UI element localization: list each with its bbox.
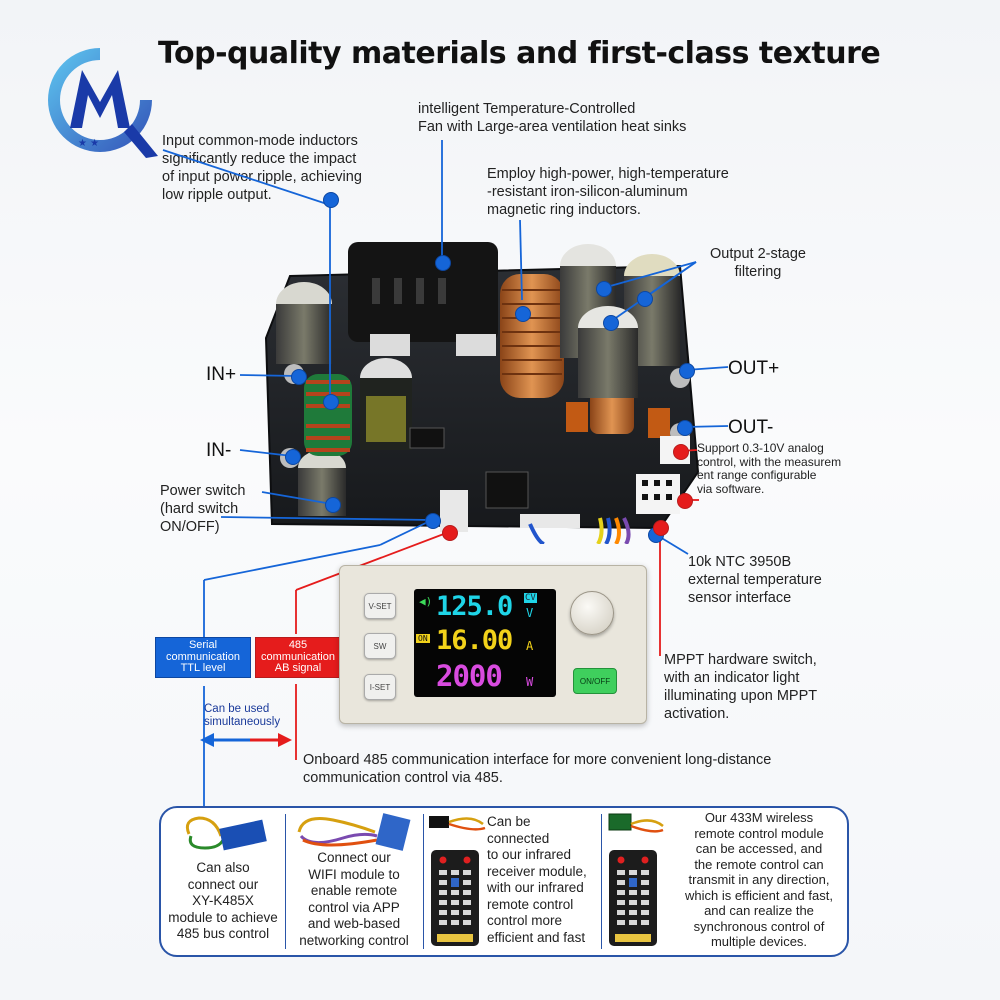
callout-filtering: Output 2-stage filtering <box>710 246 806 280</box>
marker-dot <box>323 192 339 208</box>
marker-dot <box>291 369 307 385</box>
wireless-433m-module-image <box>608 813 664 946</box>
panel-divider <box>423 814 424 949</box>
callout-mppt: MPPT hardware switch, with an indicator … <box>664 652 818 722</box>
marker-dot <box>603 315 619 331</box>
module-wifi-text: Connect our WIFI module to enable remote… <box>299 850 409 948</box>
terminal-in-plus: IN+ <box>206 364 237 385</box>
power-unit: W <box>526 675 534 689</box>
marker-dot <box>679 363 695 379</box>
current-readout: 16.00 <box>436 625 513 656</box>
xy-k485x-module-image <box>185 816 267 851</box>
iset-button[interactable]: I-SET <box>364 674 396 700</box>
callout-power-switch: Power switch (hard switch ON/OFF) <box>160 483 246 535</box>
marker-dot <box>637 291 653 307</box>
callout-analog: Support 0.3-10V analog control, with the… <box>697 441 842 496</box>
callout-onboard-485: Onboard 485 communication interface for … <box>303 752 772 786</box>
callout-fan: intelligent Temperature-Controlled Fan w… <box>418 101 687 135</box>
control-display-unit: V-SET SW I-SET ◀) 125.0 CV V ON 16.00 A … <box>339 565 647 724</box>
callout-inductors: Input common-mode inductors significantl… <box>162 133 362 203</box>
lcd-screen: ◀) 125.0 CV V ON 16.00 A 2000 W <box>414 589 556 697</box>
label-simultaneous: Can be used simultaneously <box>204 703 281 728</box>
current-unit: A <box>526 639 534 653</box>
rotary-knob[interactable] <box>570 591 614 635</box>
marker-dot <box>323 394 339 410</box>
marker-dot <box>677 493 693 509</box>
brand-logo: ★ ★ <box>48 48 158 158</box>
panel-divider <box>285 814 286 949</box>
marker-dot <box>515 306 531 322</box>
modules-panel: Can also connect our XY-K485X module to … <box>159 806 849 957</box>
speaker-icon: ◀) <box>419 595 433 608</box>
power-readout: 2000 <box>436 659 503 693</box>
cv-indicator: CV <box>524 593 537 603</box>
on-badge: ON <box>416 634 430 643</box>
marker-dot <box>653 520 669 536</box>
module-infrared-text: Can be connected to our infrared receive… <box>487 814 587 945</box>
tag-485-ab: 485 communication AB signal <box>255 637 341 678</box>
voltage-readout: 125.0 <box>436 591 513 622</box>
module-433m-text: Our 433M wireless remote control module … <box>685 810 833 949</box>
terminal-out-minus: OUT- <box>728 417 774 438</box>
wifi-module-image <box>297 813 411 851</box>
marker-dot <box>677 420 693 436</box>
marker-dot <box>325 497 341 513</box>
module-k485x-text: Can also connect our XY-K485X module to … <box>168 860 278 941</box>
terminal-in-minus: IN- <box>206 440 232 461</box>
marker-dot <box>596 281 612 297</box>
marker-dot <box>285 449 301 465</box>
sw-button[interactable]: SW <box>364 633 396 659</box>
tag-serial-ttl: Serial communication TTL level <box>155 637 251 678</box>
terminal-out-plus: OUT+ <box>728 358 780 379</box>
callout-ntc: 10k NTC 3950B external temperature senso… <box>688 554 822 606</box>
callout-magnetic: Employ high-power, high-temperature -res… <box>487 166 729 218</box>
svg-text:★ ★: ★ ★ <box>78 138 99 149</box>
marker-dot <box>442 525 458 541</box>
marker-dot <box>425 513 441 529</box>
voltage-unit: V <box>526 606 534 620</box>
marker-dot <box>673 444 689 460</box>
infrared-module-image <box>429 816 486 946</box>
page-title: Top-quality materials and first-class te… <box>158 36 881 71</box>
marker-dot <box>435 255 451 271</box>
vset-button[interactable]: V-SET <box>364 593 396 619</box>
onoff-button[interactable]: ON/OFF <box>573 668 617 694</box>
panel-divider <box>601 814 602 949</box>
